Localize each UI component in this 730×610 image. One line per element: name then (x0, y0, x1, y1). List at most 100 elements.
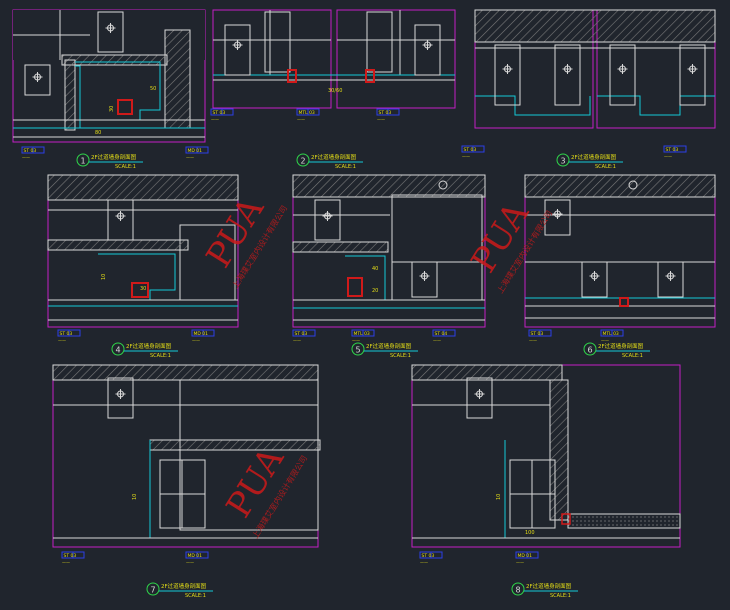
light-fixture-symbol (494, 44, 521, 106)
light-fixture-symbol (609, 44, 636, 106)
material-tag: MD 01—— (185, 551, 209, 565)
svg-text:——: —— (433, 338, 441, 343)
material-tag: ST 03—— (57, 329, 81, 343)
detail-number-circle (76, 153, 90, 167)
material-tag-label: ST 03 (464, 147, 477, 153)
detail-scale-text: SCALE:1 (390, 353, 411, 359)
light-fixture-symbol (414, 24, 441, 76)
detail-number-circle (111, 342, 125, 356)
dimension-label: 50 (150, 86, 156, 92)
material-tag-label: MD 01 (188, 148, 203, 154)
detail-number-circle (296, 153, 310, 167)
svg-text:——: —— (420, 560, 428, 565)
detail-number-circle (146, 582, 160, 596)
detail-scale-text: SCALE:1 (150, 353, 171, 359)
material-tag-label: MD 01 (194, 331, 209, 337)
material-tag-label: ST 04 (435, 331, 448, 337)
detail-title-text: 2F过道墙身剖面图 (571, 153, 617, 161)
material-tag: ST 03—— (528, 329, 552, 343)
material-tag-label: ST 03 (60, 331, 73, 337)
dimension-label: 10 (101, 274, 107, 280)
detail-number: 2 (301, 157, 306, 166)
material-tag: MTL 03—— (600, 329, 624, 343)
material-tag: MD 01—— (191, 329, 215, 343)
detail-8 (411, 364, 681, 548)
red-profile (117, 99, 133, 115)
light-fixture-symbol (107, 199, 134, 241)
svg-text:——: —— (297, 117, 305, 122)
light-fixture-symbol (554, 44, 581, 106)
material-tag: ST 03—— (663, 145, 687, 159)
red-profile (619, 297, 629, 307)
dimension-label: 10 (496, 494, 502, 500)
detail-title-6: 6 2F过道墙身剖面图 SCALE:1 (583, 342, 650, 359)
detail-title-text: 2F过道墙身剖面图 (126, 342, 172, 350)
detail-7 (52, 364, 321, 548)
detail-3 (474, 9, 716, 129)
material-tag-st03: ST 03—— (21, 146, 45, 160)
detail-scale-text: SCALE:1 (335, 164, 356, 170)
svg-text:——: —— (22, 155, 30, 160)
svg-text:——: —— (186, 560, 194, 565)
svg-text:——: —— (293, 338, 301, 343)
detail-number-circle (351, 342, 365, 356)
light-fixture-symbol (544, 199, 571, 236)
light-fixture-symbol (581, 261, 608, 298)
detail-number: 6 (588, 346, 593, 355)
red-profile (365, 69, 375, 83)
detail-number-circle (556, 153, 570, 167)
detail-number: 5 (356, 346, 361, 355)
detail-scale-text: SCALE:1 (622, 353, 643, 359)
detail-frame (336, 9, 456, 109)
detail-title-text: 2F过道墙身剖面图 (598, 342, 644, 350)
dimension-label: 30 (140, 286, 146, 292)
material-tag: ST 03—— (419, 551, 443, 565)
material-tag: ST 03—— (61, 551, 85, 565)
detail-number: 8 (516, 586, 521, 595)
detail-title-text: 2F过道墙身剖面图 (161, 582, 207, 590)
detail-number: 7 (151, 586, 156, 595)
material-tag: ST 04—— (432, 329, 456, 343)
svg-text:——: —— (58, 338, 66, 343)
detail-scale-text: SCALE:1 (185, 593, 206, 599)
material-tag-label: ST 03 (422, 553, 435, 559)
light-fixture-symbol (224, 24, 251, 76)
svg-text:——: —— (192, 338, 200, 343)
svg-text:——: —— (377, 117, 385, 122)
material-tag-label: MD 01 (188, 553, 203, 559)
dimension-label: 40 (372, 266, 378, 272)
detail-scale-text: SCALE:1 (595, 164, 616, 170)
material-tag-md01: MD 01—— (185, 146, 209, 160)
material-tag-label: ST 03 (531, 331, 544, 337)
light-fixture-symbol (411, 261, 438, 298)
red-profile (347, 277, 363, 297)
detail-number-circle (511, 582, 525, 596)
detail-frame (212, 9, 332, 109)
material-tag-label: MTL 03 (299, 110, 315, 116)
svg-text:——: —— (462, 154, 470, 159)
dimension-label: 100 (525, 530, 535, 536)
material-tag-label: ST 03 (666, 147, 679, 153)
dimension-label: 30 (109, 106, 115, 112)
svg-text:——: —— (601, 338, 609, 343)
detail-title-7: 7 2F过道墙身剖面图 SCALE:1 (146, 582, 213, 599)
material-tag: ST 03—— (210, 108, 234, 122)
detail-title-text: 2F过道墙身剖面图 (91, 153, 137, 161)
material-tag: ST 03—— (461, 145, 485, 159)
material-tag-label: ST 03 (295, 331, 308, 337)
svg-text:——: —— (529, 338, 537, 343)
material-tag-label: MTL 03 (354, 331, 370, 337)
light-fixture-symbol (24, 64, 51, 96)
material-tag: MD 01—— (515, 551, 539, 565)
light-fixture-symbol (97, 11, 124, 53)
material-tag: MTL 03—— (351, 329, 375, 343)
red-profile (561, 513, 571, 525)
svg-text:——: —— (664, 154, 672, 159)
